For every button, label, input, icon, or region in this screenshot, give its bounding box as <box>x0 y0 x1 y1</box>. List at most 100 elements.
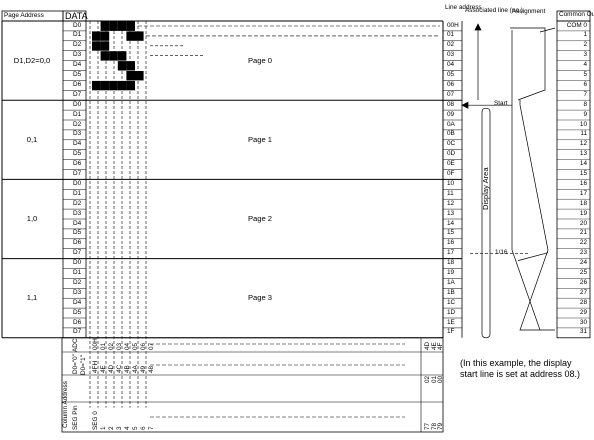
common-output: 3 <box>583 51 587 59</box>
tail-column-address: 4F <box>437 342 444 350</box>
data-bit-label: D0 <box>73 179 82 187</box>
seg-pin-value: 1 <box>100 426 107 430</box>
line-address: 1D <box>447 308 456 316</box>
glyph-s-pixel <box>109 51 118 61</box>
column-address-value: 03 <box>116 342 123 350</box>
data-bit-label: D7 <box>73 170 82 177</box>
common-output: 19 <box>579 209 587 217</box>
common-output: 26 <box>579 278 587 286</box>
glyph-s-pixel <box>92 41 101 51</box>
column-address-reverse-value: 4E <box>100 365 107 373</box>
assignment-path-mid <box>519 100 549 251</box>
glyph-s-pixel <box>109 21 118 31</box>
assignment-cross <box>517 252 549 261</box>
data-bit-label: D4 <box>73 140 82 148</box>
seg-pin-value: 5 <box>132 426 139 430</box>
data-bit-label: D3 <box>73 51 82 59</box>
common-output: 24 <box>579 259 587 267</box>
assignment-tick <box>539 27 556 33</box>
assignment-path-upper <box>510 27 546 101</box>
data-bit-label: D4 <box>73 61 82 69</box>
column-address-value: 00H <box>92 338 99 350</box>
arrow-head <box>474 23 482 31</box>
common-output: 28 <box>579 298 587 306</box>
line-address: 0F <box>447 170 455 177</box>
page-label-3: Page 3 <box>247 293 273 303</box>
seg-pin-value: 4 <box>124 426 131 430</box>
column-address-reverse-value: 4FH <box>92 360 99 373</box>
line-address: 18 <box>447 259 455 267</box>
adc-zero-label: D0="0" <box>72 354 79 374</box>
seg-pin-value: 3 <box>116 426 123 430</box>
common-output: 11 <box>580 130 587 138</box>
column-address-reverse-value: 48 <box>148 365 155 373</box>
column-address-value: 07 <box>148 342 155 350</box>
associated-line-header: Associated line (no.) <box>465 7 523 14</box>
data-bit-label: D0 <box>73 259 82 267</box>
line-address: 00H <box>447 21 459 29</box>
common-output: 9 <box>583 110 587 118</box>
line-address: 08 <box>447 100 455 108</box>
glyph-s-pixel <box>92 80 101 91</box>
common-output: 1 <box>583 31 587 39</box>
glyph-s-pixel <box>117 80 127 91</box>
column-address-value: 01 <box>100 342 107 350</box>
column-address-label: Column Address <box>62 381 69 428</box>
common-output: 20 <box>579 219 587 227</box>
column-address-reverse-value: 49 <box>140 365 147 373</box>
line-address: 1E <box>447 318 455 326</box>
line-address: 0A <box>447 120 455 128</box>
data-bit-label: D7 <box>73 90 82 98</box>
data-bit-label: D5 <box>73 150 82 158</box>
glyph-s-pixel <box>126 71 135 81</box>
line-address: 19 <box>447 269 455 276</box>
line-address: 14 <box>447 219 455 227</box>
line-address: 1C <box>447 298 456 306</box>
glyph-s-pixel <box>109 80 118 91</box>
line-address: 17 <box>447 249 455 257</box>
column-address-value: 06 <box>140 342 147 350</box>
data-bit-label: D5 <box>73 229 82 237</box>
page-address-value-1: 0,1 <box>26 134 38 144</box>
data-bit-label: D3 <box>73 130 82 138</box>
common-output: 23 <box>579 249 587 257</box>
common-output: 10 <box>579 120 587 128</box>
column-address-value: 02 <box>108 342 115 350</box>
page-label-1: Page 1 <box>247 134 273 144</box>
glyph-s-pixel <box>126 31 135 41</box>
data-bit-label: D5 <box>73 71 82 78</box>
data-bit-label: D4 <box>73 219 82 227</box>
line-address: 04 <box>447 61 455 69</box>
line-address: 07 <box>447 90 455 98</box>
glyph-s-pixel <box>100 51 110 61</box>
data-bit-label: D2 <box>73 41 82 49</box>
line-address: 06 <box>447 80 455 88</box>
common-output: 15 <box>579 170 587 177</box>
seg-pin-value: 7 <box>148 426 155 430</box>
column-address-value: 04 <box>124 342 131 350</box>
display-area-label: Display Area <box>481 167 490 210</box>
glyph-s-pixel <box>135 71 144 81</box>
seg-pin-value: SEG 0 <box>92 411 99 430</box>
line-address: 01 <box>447 31 455 39</box>
page-address-value-3: 1,1 <box>26 293 38 303</box>
glyph-s-pixel <box>100 41 110 51</box>
line-address: 13 <box>447 209 455 217</box>
assignment-path-left <box>511 30 541 331</box>
glyph-s-pixel <box>117 61 127 71</box>
glyph-s-pixel <box>126 80 135 91</box>
data-bit-label: D1 <box>73 110 82 118</box>
line-address: 05 <box>447 71 455 78</box>
common-output: 30 <box>579 318 587 326</box>
data-bit-label: D1 <box>73 269 82 276</box>
line-address-header: Line address <box>445 4 482 11</box>
data-bit-label: D3 <box>73 288 82 296</box>
line-address: 1F <box>447 328 455 336</box>
data-bit-label: D3 <box>73 209 82 217</box>
common-output: 5 <box>583 71 587 78</box>
line-address: 0B <box>447 130 455 138</box>
common-output: 6 <box>583 80 587 88</box>
line-address: 11 <box>447 189 454 197</box>
glyph-s-pixel <box>117 51 127 61</box>
data-bit-label: D2 <box>73 120 82 128</box>
